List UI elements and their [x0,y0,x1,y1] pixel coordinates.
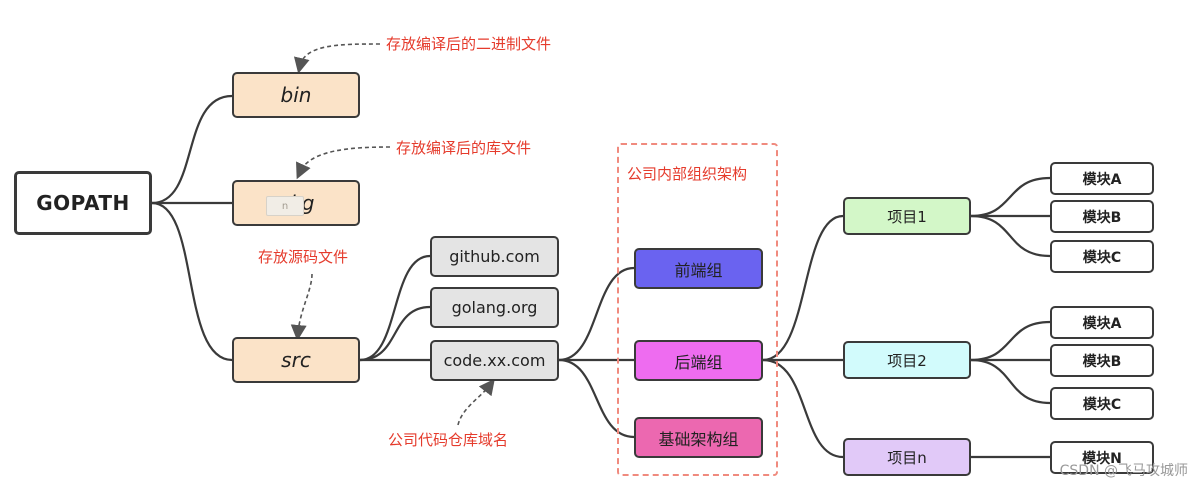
arrow-src-note [290,273,313,341]
src-node: src [232,337,360,383]
note-domain: 公司代码仓库域名 [388,431,509,449]
domain-code: code.xx.com [430,340,559,381]
arrow-domain-note [457,378,495,426]
edge-p2-a [970,320,1051,362]
project-n: 项目n [843,438,971,476]
project-1: 项目1 [843,197,971,235]
p1-module-b: 模块B [1050,200,1154,233]
watermark: CSDN @飞马攻城师 [1059,463,1188,479]
domain-github: github.com [430,236,559,277]
arrow-pkg-note [296,146,391,180]
p2-module-c: 模块C [1050,387,1154,420]
edge-p1-a [970,176,1051,218]
org-structure-frame [617,143,778,476]
edge-back-p1 [762,214,844,362]
edge-root-bin [151,94,233,205]
p2-module-b: 模块B [1050,344,1154,377]
note-org: 公司内部组织架构 [627,165,748,183]
arrow-bin-note [293,43,381,74]
bin-node: bin [232,72,360,118]
p2-module-a: 模块A [1050,306,1154,339]
edge-code-infra [558,358,635,439]
team-infra: 基础架构组 [634,417,763,458]
gopath-node: GOPATH [14,171,152,235]
edge-src-golang [359,305,431,362]
domain-golang: golang.org [430,287,559,328]
note-pkg: 存放编译后的库文件 [396,139,532,157]
note-src: 存放源码文件 [258,248,349,266]
edge-p2-c [970,358,1051,405]
p1-module-a: 模块A [1050,162,1154,195]
edge-code-front [558,266,635,362]
project-2: 项目2 [843,341,971,379]
team-backend: 后端组 [634,340,763,381]
edge-src-github [359,254,431,362]
note-bin: 存放编译后的二进制文件 [386,35,552,53]
edge-p1-c [970,214,1051,258]
edge-root-src [151,201,233,362]
pn-module-n: 模块N [1050,441,1154,474]
team-frontend: 前端组 [634,248,763,289]
pkg-tag: n [266,196,304,216]
p1-module-c: 模块C [1050,240,1154,273]
